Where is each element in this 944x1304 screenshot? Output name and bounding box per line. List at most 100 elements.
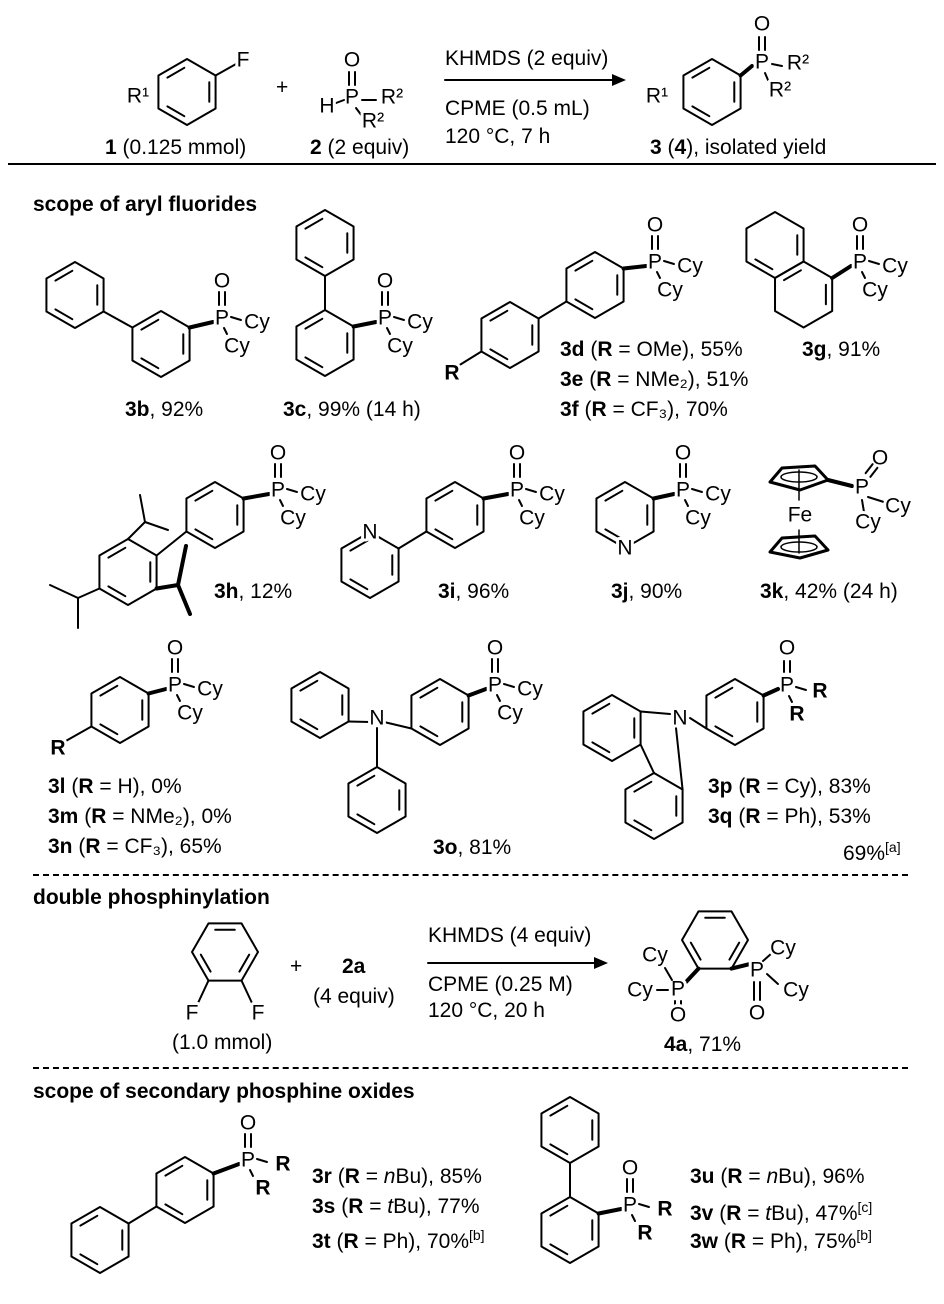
aryl-ring (155, 1156, 215, 1224)
compound-label-3u: 3u (R = nBu), 96% (690, 1165, 865, 1189)
label-text: ( (713, 1202, 727, 1225)
oxygen-atom: O (487, 637, 503, 660)
aryl-phosphorus-bond (241, 492, 271, 501)
bond (639, 710, 671, 715)
bond (49, 584, 79, 599)
compound-label-3r: 3r (R = nBu), 85% (312, 1165, 482, 1189)
label-text: = Ph), 70% (358, 1230, 469, 1253)
aromatic-double-bond (574, 259, 594, 272)
label-text: ( (583, 368, 597, 391)
compound-id: 3f (560, 398, 579, 421)
substituent-cy: Cy (407, 311, 433, 334)
label-text: = (742, 1165, 767, 1188)
compound-label-3k: 3k, 42% (24 h) (760, 580, 898, 604)
aromatic-double-bond (714, 725, 734, 738)
product-label: 3 (4), isolated yield (650, 136, 826, 160)
aromatic-double-bond (549, 1104, 569, 1117)
carbazole-ring (624, 772, 684, 840)
aromatic-double-bond (166, 66, 186, 79)
bond (347, 720, 371, 723)
phenyl-ring (70, 1206, 130, 1274)
aryl-phosphorus-bond (621, 264, 648, 271)
substituent-cy: Cy (642, 944, 668, 967)
section-double-phosphinylation: double phosphinylation (33, 886, 270, 909)
aromatic-double-bond (549, 1143, 569, 1156)
phenyl-ring (295, 209, 355, 277)
iron-atom: Fe (788, 504, 813, 527)
aromatic-double-bond (107, 585, 127, 598)
aryl-phosphorus-bond (729, 962, 752, 971)
aryl-ring (131, 310, 191, 378)
label-text: = CF₃), 70% (606, 398, 728, 421)
bond (355, 107, 363, 117)
phosphorus-atom: P (271, 479, 285, 502)
bond (214, 63, 237, 77)
label-text: (0.125 mmol) (116, 136, 247, 159)
label-text: Bu), 85% (395, 1165, 482, 1188)
oxygen-atom: O (377, 270, 393, 293)
compound-id: 3v (690, 1202, 714, 1225)
r-substituent: R (789, 703, 804, 726)
bond (663, 260, 675, 265)
compound-id: R (78, 775, 94, 798)
aromatic-double-bond (434, 528, 454, 541)
compound-id: R (727, 1165, 743, 1188)
oxygen-atom: O (167, 637, 183, 660)
bond (393, 316, 405, 321)
label-text: = (359, 1165, 384, 1188)
double-reagent: KHMDS (4 equiv) (428, 924, 592, 947)
bond (397, 530, 428, 550)
compound-id: 3w (690, 1230, 719, 1253)
aryl-phosphorus-bond (651, 492, 676, 501)
bond (197, 979, 210, 1004)
compound-id: R (597, 338, 613, 361)
oxygen-atom: O (622, 1157, 638, 1180)
bond (788, 695, 793, 703)
bond (518, 499, 523, 507)
aromatic-double-bond (604, 528, 624, 541)
compound-id: R (730, 1230, 747, 1253)
compound-label-3i: 3i, 96% (438, 580, 509, 604)
aromatic-double-bond (356, 813, 376, 826)
substituent-cy: Cy (885, 495, 911, 518)
label-text: , 92% (149, 398, 204, 421)
label-text: ( (335, 1195, 349, 1218)
aromatic-double-bond (691, 66, 711, 79)
arrowhead-icon (612, 74, 626, 86)
section-divider (33, 1067, 908, 1069)
bond (689, 717, 708, 730)
substituent-cy: Cy (224, 335, 250, 358)
label-text: n (766, 1165, 779, 1188)
label-text: = Ph), 53% (760, 805, 871, 828)
label-text: ( (78, 805, 92, 828)
oxygen-atom: O (749, 1002, 765, 1025)
bond (656, 271, 661, 279)
compound-id: 4a (664, 1033, 688, 1056)
aromatic-double-bond (140, 318, 160, 331)
compound-id: R (85, 835, 101, 858)
label-text: ( (330, 1230, 344, 1253)
footnote-marker: [b] (469, 1227, 485, 1243)
bond (861, 499, 865, 513)
phosphorus-atom: P (510, 479, 524, 502)
compound-label-3b: 3b, 92% (125, 398, 203, 422)
compound-id: 3k (760, 580, 784, 603)
compound-id: 3o (433, 836, 458, 859)
aromatic-double-bond (194, 489, 214, 502)
bond (771, 63, 783, 67)
substituent-cy: Cy (855, 511, 881, 534)
bond (223, 327, 228, 335)
header-solvent: CPME (0.5 mL) (445, 97, 590, 120)
oxygen-atom: O (670, 1004, 686, 1027)
bond (861, 271, 866, 279)
aryl-ring (295, 309, 355, 377)
label-text: (2 equiv) (321, 136, 410, 159)
bond (240, 979, 253, 1004)
compound-id: R (596, 368, 612, 391)
bond (457, 350, 483, 367)
oxygen-atom: O (852, 214, 868, 237)
aromatic-double-bond (489, 348, 509, 361)
nitrogen-atom: N (369, 707, 384, 730)
bond (249, 1169, 254, 1177)
phosphorus-atom: P (241, 1149, 255, 1172)
